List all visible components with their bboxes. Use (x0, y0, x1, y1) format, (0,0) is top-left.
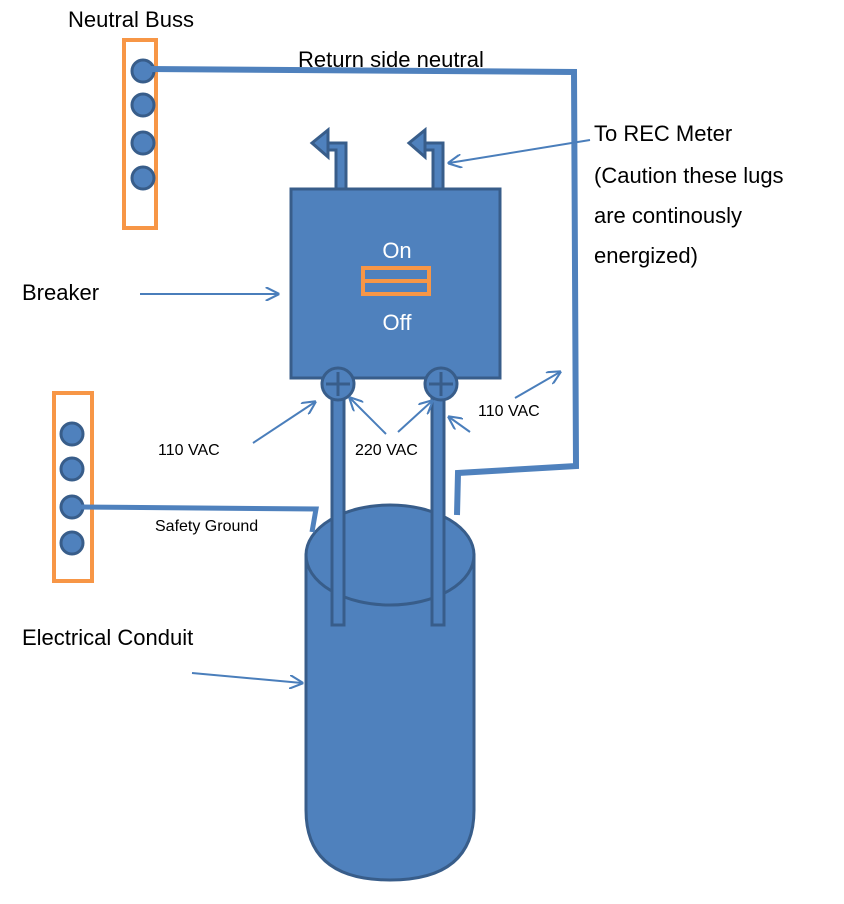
ground-buss-terminal (59, 456, 85, 482)
pointer-arrows (140, 139, 591, 683)
return-neutral-wire (147, 66, 580, 516)
ground-buss-frame (52, 391, 94, 583)
vac110-right-label: 110 VAC (478, 403, 540, 420)
conduit-arrow (191, 672, 302, 683)
hot-wire-left (330, 383, 346, 627)
lug-stem (423, 141, 445, 192)
top-lug-left (309, 126, 348, 192)
neutral-buss-label: Neutral Buss (68, 7, 194, 32)
ground-buss-terminal (59, 530, 85, 556)
vac110-right-arrow-lug (449, 417, 471, 433)
return-side-neutral-label: Return side neutral (298, 47, 484, 72)
safety-ground-label: Safety Ground (155, 518, 258, 535)
neutral-buss-terminal (130, 165, 156, 191)
rec-meter-label-line2: (Caution these lugs (594, 163, 784, 188)
rec-meter-label-line4: energized) (594, 243, 698, 268)
neutral-buss-frame (122, 38, 158, 230)
vac110-right-arrow-neutral (514, 372, 560, 399)
safety-ground-wire (78, 504, 319, 533)
switch-on-label: On (382, 238, 411, 263)
neutral-buss-bar (122, 38, 158, 230)
rec-meter-label-line3: are continously (594, 203, 742, 228)
vac110-left-arrow (252, 402, 315, 444)
vac220-arrow-left (350, 398, 387, 435)
neutral-buss-terminal (130, 92, 156, 118)
switch-off-label: Off (383, 310, 413, 335)
vac220-label: 220 VAC (355, 442, 418, 459)
vac110-left-label: 110 VAC (158, 442, 220, 459)
bent-arrow-icon (406, 126, 427, 161)
plus-circle-icon (423, 366, 459, 402)
neutral-buss-terminal (130, 130, 156, 156)
ground-buss-terminal (59, 421, 85, 447)
conduit-body (304, 553, 476, 882)
bent-arrow-icon (309, 126, 330, 161)
vac220-arrow-right (397, 401, 432, 433)
hot-wire-right (430, 383, 446, 627)
electrical-conduit-label: Electrical Conduit (22, 625, 193, 650)
breaker-body (289, 187, 502, 380)
rec-meter-label-line1: To REC Meter (594, 121, 732, 146)
breaker: On Off (289, 187, 502, 380)
plus-circle-icon (320, 366, 356, 402)
breaker-label: Breaker (22, 280, 99, 305)
ground-buss-bar (52, 391, 94, 583)
lug-stem (326, 141, 348, 192)
top-lug-right (406, 126, 445, 192)
rec-meter-arrow (449, 139, 591, 163)
